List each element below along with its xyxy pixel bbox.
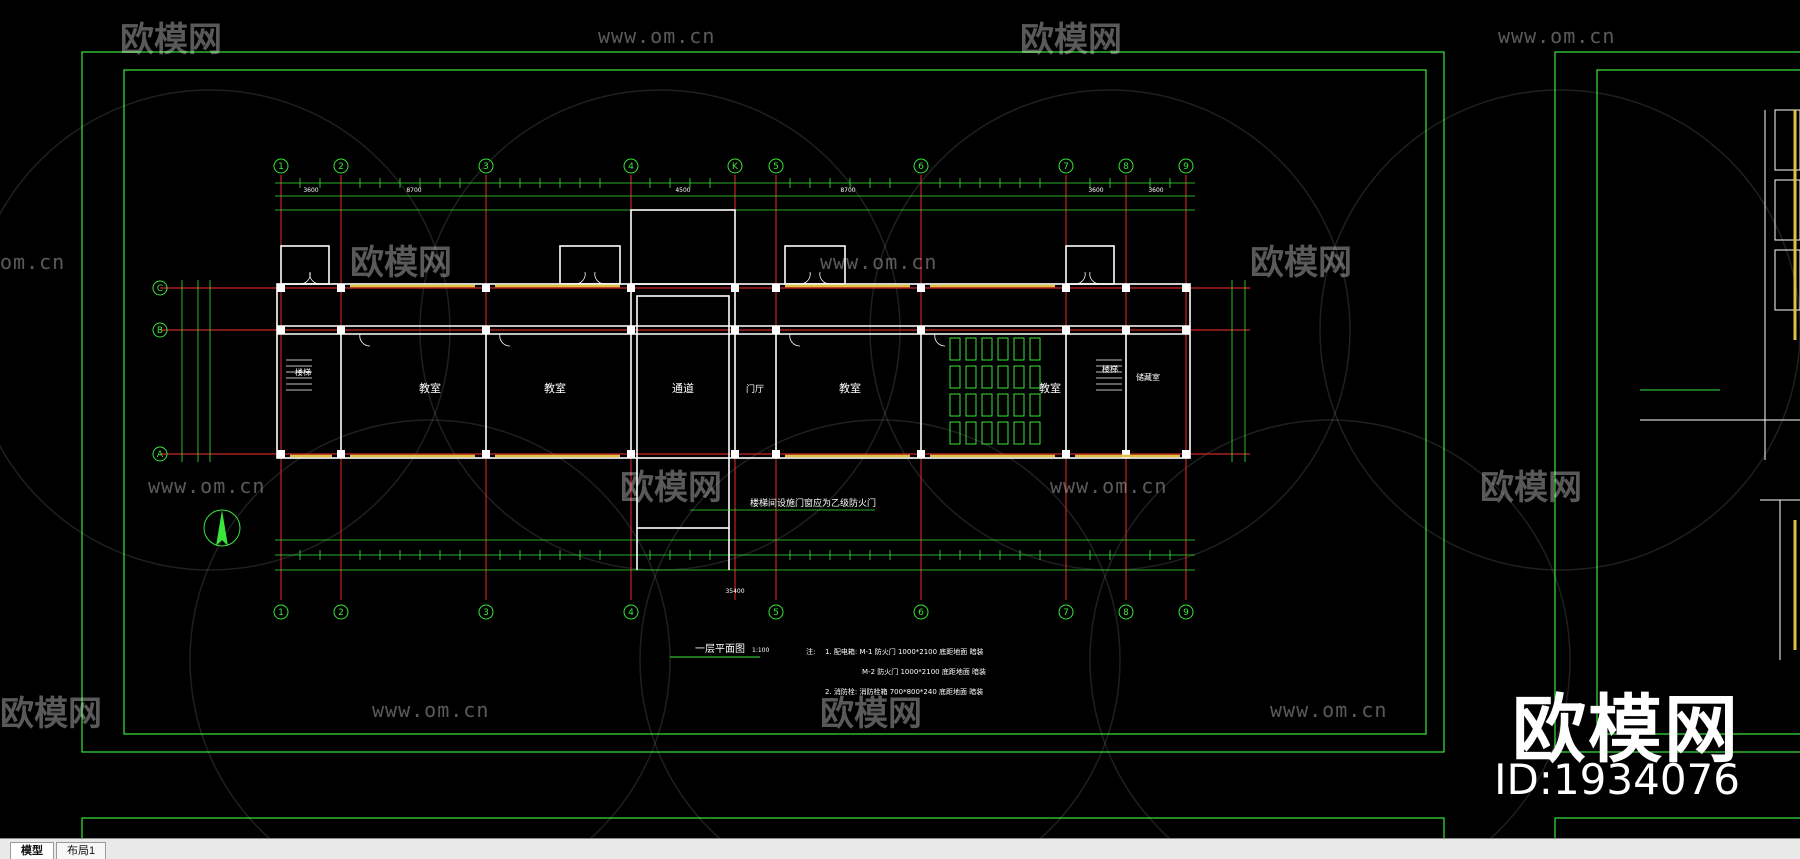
grid-label-top-4: 4 <box>628 162 634 172</box>
grid-label-top-5: 5 <box>773 162 779 172</box>
room-label-classroom-1: 教室 <box>419 381 441 395</box>
room-label-stair-west: 楼梯 <box>295 367 311 377</box>
grid-label-bottom-4: 4 <box>628 608 634 618</box>
watermark-url-7: www.om.cn <box>372 698 490 722</box>
grid-label-left-b: B <box>157 326 163 336</box>
grid-bubbles-bottom <box>273 604 1194 620</box>
drawing-title: 一层平面图 <box>695 643 745 655</box>
watermark-url-3: om.cn <box>0 250 66 274</box>
classroom-desks <box>949 337 1041 445</box>
callout-text: 楼梯间设施门窗应为乙级防火门 <box>750 497 876 509</box>
svg-text:3600: 3600 <box>303 187 318 194</box>
room-label-entry: 门厅 <box>746 383 764 395</box>
watermark-brand-7: 欧模网 <box>0 694 102 734</box>
notes-block: 注: 1. 配电箱: M-1 防火门 1000*2100 底距地面 暗装 M-2… <box>806 647 986 696</box>
sheet-frame-right-inner <box>1596 69 1800 735</box>
watermark-url-8: www.om.cn <box>1270 698 1388 722</box>
watermark-id: ID:1934076 <box>1494 755 1740 804</box>
grid-label-top-6: 6 <box>918 162 924 172</box>
svg-text:8700: 8700 <box>840 187 855 194</box>
columns <box>277 284 1190 458</box>
grid-label-bottom-3: 3 <box>483 608 489 618</box>
watermark-brand-8: 欧模网 <box>820 694 922 734</box>
grid-bubbles-left <box>152 280 168 462</box>
notes-line-2: M-2 防火门 1000*2100 底距地面 暗装 <box>862 667 986 676</box>
grid-label-bottom-1: 1 <box>278 608 284 618</box>
grid-label-left-a: A <box>157 450 164 460</box>
watermark-brand-5: 欧模网 <box>620 468 722 508</box>
notes-line-3: 2. 消防栓: 消防栓箱 700*800*240 底距地面 暗装 <box>825 687 983 696</box>
grid-label-top-1: 1 <box>278 162 284 172</box>
grid-label-bottom-8: 8 <box>1123 608 1129 618</box>
watermark-url-1: www.om.cn <box>598 24 716 48</box>
grid-label-top-9: 9 <box>1183 162 1189 172</box>
tab-layout1[interactable]: 布局1 <box>56 842 107 859</box>
watermark-url-6: www.om.cn <box>1050 474 1168 498</box>
stairs <box>286 359 1122 391</box>
room-label-classroom-4: 教室 <box>1039 381 1061 395</box>
tab-model[interactable]: 模型 <box>10 842 54 859</box>
watermark-brand-3: 欧模网 <box>350 243 452 283</box>
dimension-texts: 3600 8700 4500 3600 8700 3600 35400 <box>303 187 1163 595</box>
windows <box>290 284 1180 458</box>
layout-tab-bar: 模型 布局1 <box>0 838 1800 859</box>
room-labels: 教室 教室 通道 教室 教室 储藏室 楼梯 楼梯 门厅 <box>295 364 1160 395</box>
door-swings <box>299 271 1101 347</box>
grid-label-bottom-7: 7 <box>1063 608 1069 618</box>
grid-label-bottom-6: 6 <box>918 608 924 618</box>
svg-text:8700: 8700 <box>406 187 421 194</box>
sheet-frame-outer <box>81 51 1445 753</box>
grid-label-left-c: C <box>157 284 163 294</box>
watermark-brand-4: 欧模网 <box>1250 243 1352 283</box>
north-arrow-icon <box>203 509 241 547</box>
notes-title: 注: <box>806 647 815 656</box>
grid-label-top-k: K <box>732 162 739 172</box>
grid-labels: 1 2 3 4 K 5 6 7 8 9 1 2 3 4 5 6 7 8 9 C … <box>157 162 1189 618</box>
total-dimension: 35400 <box>725 588 744 595</box>
svg-text:3600: 3600 <box>1088 187 1103 194</box>
room-label-storage: 储藏室 <box>1136 372 1160 382</box>
svg-text:3600: 3600 <box>1148 187 1163 194</box>
room-label-corridor: 通道 <box>672 381 694 395</box>
grid-bubbles-top <box>273 158 1194 174</box>
watermark-logo-large: 欧模网 <box>1512 687 1740 773</box>
right-partial-drawing <box>1640 109 1800 660</box>
grid-label-top-2: 2 <box>338 162 344 172</box>
sheet-frame-bottom-right <box>1554 817 1800 838</box>
watermark-url-5: www.om.cn <box>148 474 266 498</box>
sheet-frame-bottom <box>81 817 1445 838</box>
drawing-scale: 1:100 <box>752 647 769 654</box>
dimension-ticks <box>299 178 1171 560</box>
grid-label-top-7: 7 <box>1063 162 1069 172</box>
grid-label-bottom-5: 5 <box>773 608 779 618</box>
sheet-frame-right-outer <box>1554 51 1800 753</box>
grid-label-top-8: 8 <box>1123 162 1129 172</box>
watermark-url-4: www.om.cn <box>820 250 938 274</box>
grid-label-top-3: 3 <box>483 162 489 172</box>
sheet-frame-inner <box>123 69 1427 735</box>
grid-label-bottom-9: 9 <box>1183 608 1189 618</box>
room-label-classroom-3: 教室 <box>839 381 861 395</box>
cad-drawing-canvas[interactable]: 1 2 3 4 K 5 6 7 8 9 1 2 3 4 5 6 7 8 9 C … <box>0 0 1800 838</box>
watermark-url-2: www.om.cn <box>1498 24 1616 48</box>
room-label-classroom-2: 教室 <box>544 381 566 395</box>
watermark-brand-6: 欧模网 <box>1480 468 1582 508</box>
notes-line-1: 1. 配电箱: M-1 防火门 1000*2100 底距地面 暗装 <box>825 647 984 656</box>
watermark-brand-2: 欧模网 <box>1020 20 1122 60</box>
room-label-stair-east: 楼梯 <box>1102 364 1118 374</box>
watermark-brand-1: 欧模网 <box>120 20 222 60</box>
svg-text:4500: 4500 <box>675 187 690 194</box>
grid-label-bottom-2: 2 <box>338 608 344 618</box>
